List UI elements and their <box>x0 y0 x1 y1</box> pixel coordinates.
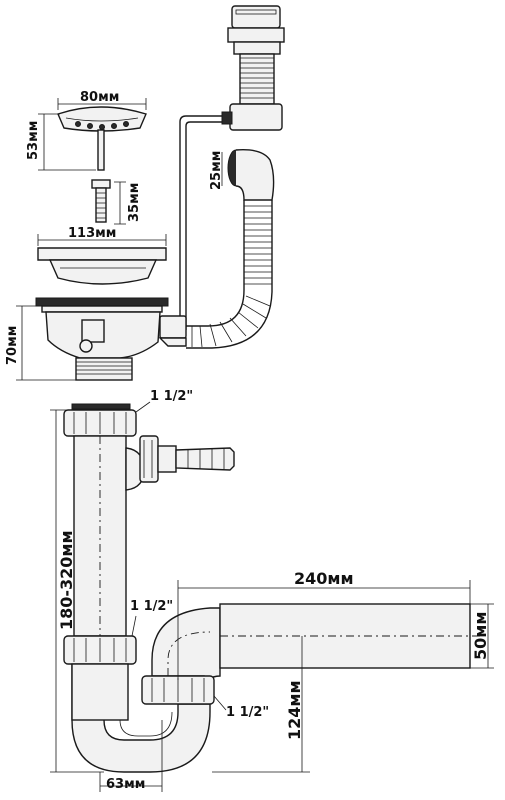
dim-strainer-diameter: 80мм <box>57 90 147 110</box>
screw <box>91 179 111 223</box>
dim-outlet-length-label: 240мм <box>294 569 354 588</box>
dim-outlet-diameter: 50мм <box>470 603 494 669</box>
dim-overflow-diameter-label: 25мм <box>209 151 224 190</box>
dim-trap-width: 63мм <box>99 720 163 792</box>
drain-flange <box>35 297 169 313</box>
thread-label-middle: 1 1/2" <box>130 599 173 614</box>
dim-overflow-diameter: 25мм <box>209 151 224 190</box>
overflow-elbow <box>227 149 275 201</box>
overflow-tube <box>179 115 222 330</box>
overflow-cap <box>227 5 285 55</box>
standpipe <box>73 435 127 637</box>
dishwasher-branch <box>125 435 235 491</box>
dim-drain-diameter: 113мм <box>37 226 167 246</box>
trap-bottom-nut <box>141 675 215 705</box>
dim-outlet-height-label: 124мм <box>285 680 304 740</box>
thread-label-bottom: 1 1/2" <box>226 705 269 720</box>
drain-bowl <box>37 247 167 285</box>
dim-strainer-height: 53мм <box>26 113 96 171</box>
dim-trap-height-label: 180-320мм <box>57 530 76 630</box>
corrugated-hose <box>186 200 273 349</box>
dim-outlet-diameter-label: 50мм <box>471 612 490 660</box>
trap-middle-nut <box>63 635 137 665</box>
dim-trap-width-label: 63мм <box>106 777 145 792</box>
dim-trap-height: 180-320мм <box>50 409 104 773</box>
dim-drain-diameter-label: 113мм <box>68 226 116 241</box>
u-bend <box>71 663 211 773</box>
dim-drain-height: 70мм <box>5 305 76 381</box>
outlet-pipe <box>219 603 482 669</box>
dim-outlet-height: 124мм <box>212 636 310 773</box>
drain-body <box>45 311 187 381</box>
overflow-nut <box>221 103 283 131</box>
dim-outlet-length: 240мм <box>177 569 471 680</box>
trap-top-gasket <box>71 403 131 410</box>
dim-screw-length: 35мм <box>114 181 142 225</box>
overflow-threaded-pipe <box>239 53 275 105</box>
thread-label-top: 1 1/2" <box>150 389 193 404</box>
trap-top-nut <box>63 409 137 437</box>
strainer-basket <box>57 106 147 171</box>
dim-strainer-diameter-label: 80мм <box>80 90 119 105</box>
dim-screw-length-label: 35мм <box>127 183 142 222</box>
dim-drain-height-label: 70мм <box>5 326 20 365</box>
dim-strainer-height-label: 53мм <box>26 121 41 160</box>
